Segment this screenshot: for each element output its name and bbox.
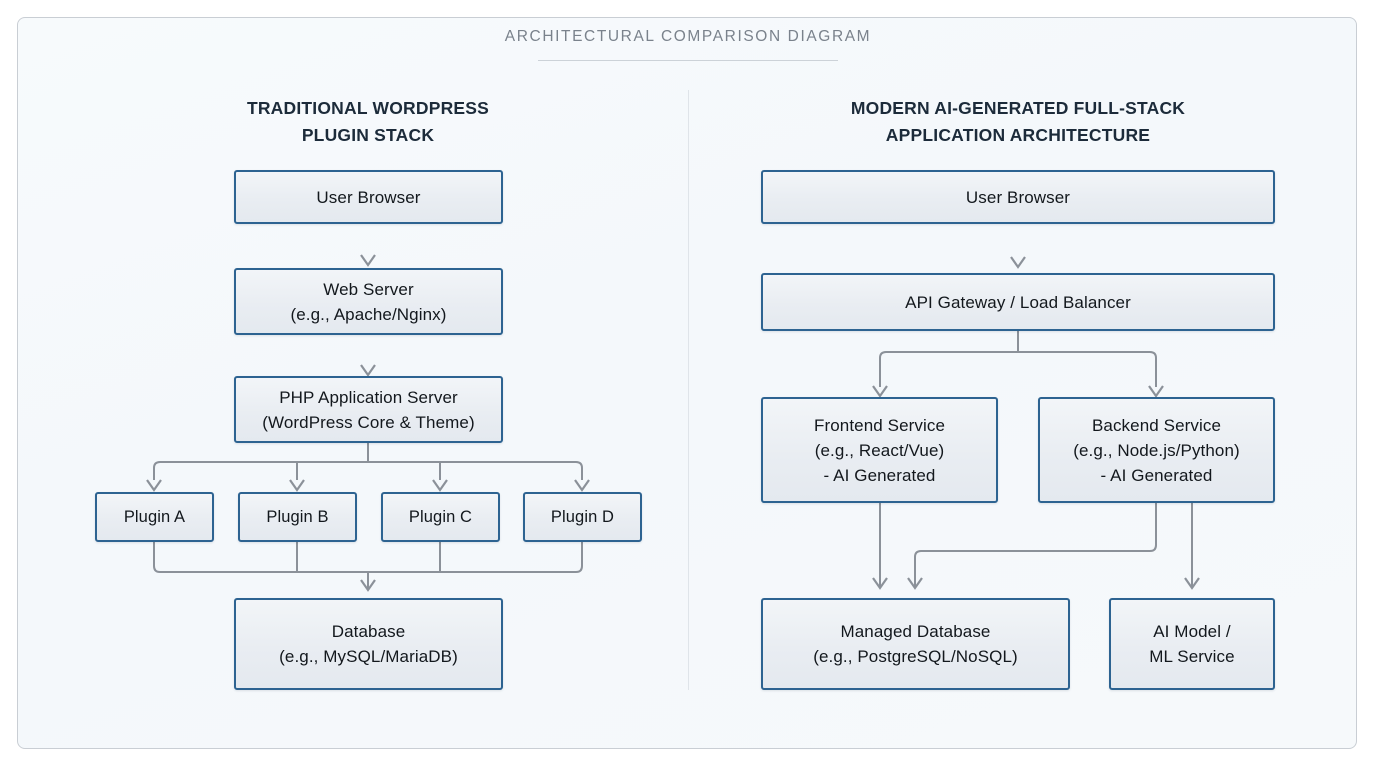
column-divider bbox=[688, 90, 689, 690]
node-left-plugin-c[interactable]: Plugin C bbox=[381, 492, 500, 542]
node-left-php-application-server[interactable]: PHP Application Server (WordPress Core &… bbox=[234, 376, 503, 443]
node-left-plugin-b[interactable]: Plugin B bbox=[238, 492, 357, 542]
column-heading-traditional: TRADITIONAL WORDPRESS PLUGIN STACK bbox=[246, 98, 490, 145]
column-heading-modern: MODERN AI-GENERATED FULL-STACK APPLICATI… bbox=[850, 98, 1186, 145]
node-right-api-gateway[interactable]: API Gateway / Load Balancer bbox=[761, 273, 1275, 331]
title-divider-rule bbox=[538, 60, 838, 61]
node-right-ai-model[interactable]: AI Model / ML Service bbox=[1109, 598, 1275, 690]
node-right-managed-database[interactable]: Managed Database (e.g., PostgreSQL/NoSQL… bbox=[761, 598, 1070, 690]
node-left-user-browser[interactable]: User Browser bbox=[234, 170, 503, 224]
node-right-user-browser[interactable]: User Browser bbox=[761, 170, 1275, 224]
node-left-plugin-a[interactable]: Plugin A bbox=[95, 492, 214, 542]
node-left-plugin-d[interactable]: Plugin D bbox=[523, 492, 642, 542]
node-left-database[interactable]: Database (e.g., MySQL/MariaDB) bbox=[234, 598, 503, 690]
node-right-frontend-service[interactable]: Frontend Service (e.g., React/Vue) - AI … bbox=[761, 397, 998, 503]
page-title: ARCHITECTURAL COMPARISON DIAGRAM bbox=[504, 28, 872, 45]
node-right-backend-service[interactable]: Backend Service (e.g., Node.js/Python) -… bbox=[1038, 397, 1275, 503]
node-left-web-server[interactable]: Web Server (e.g., Apache/Nginx) bbox=[234, 268, 503, 335]
